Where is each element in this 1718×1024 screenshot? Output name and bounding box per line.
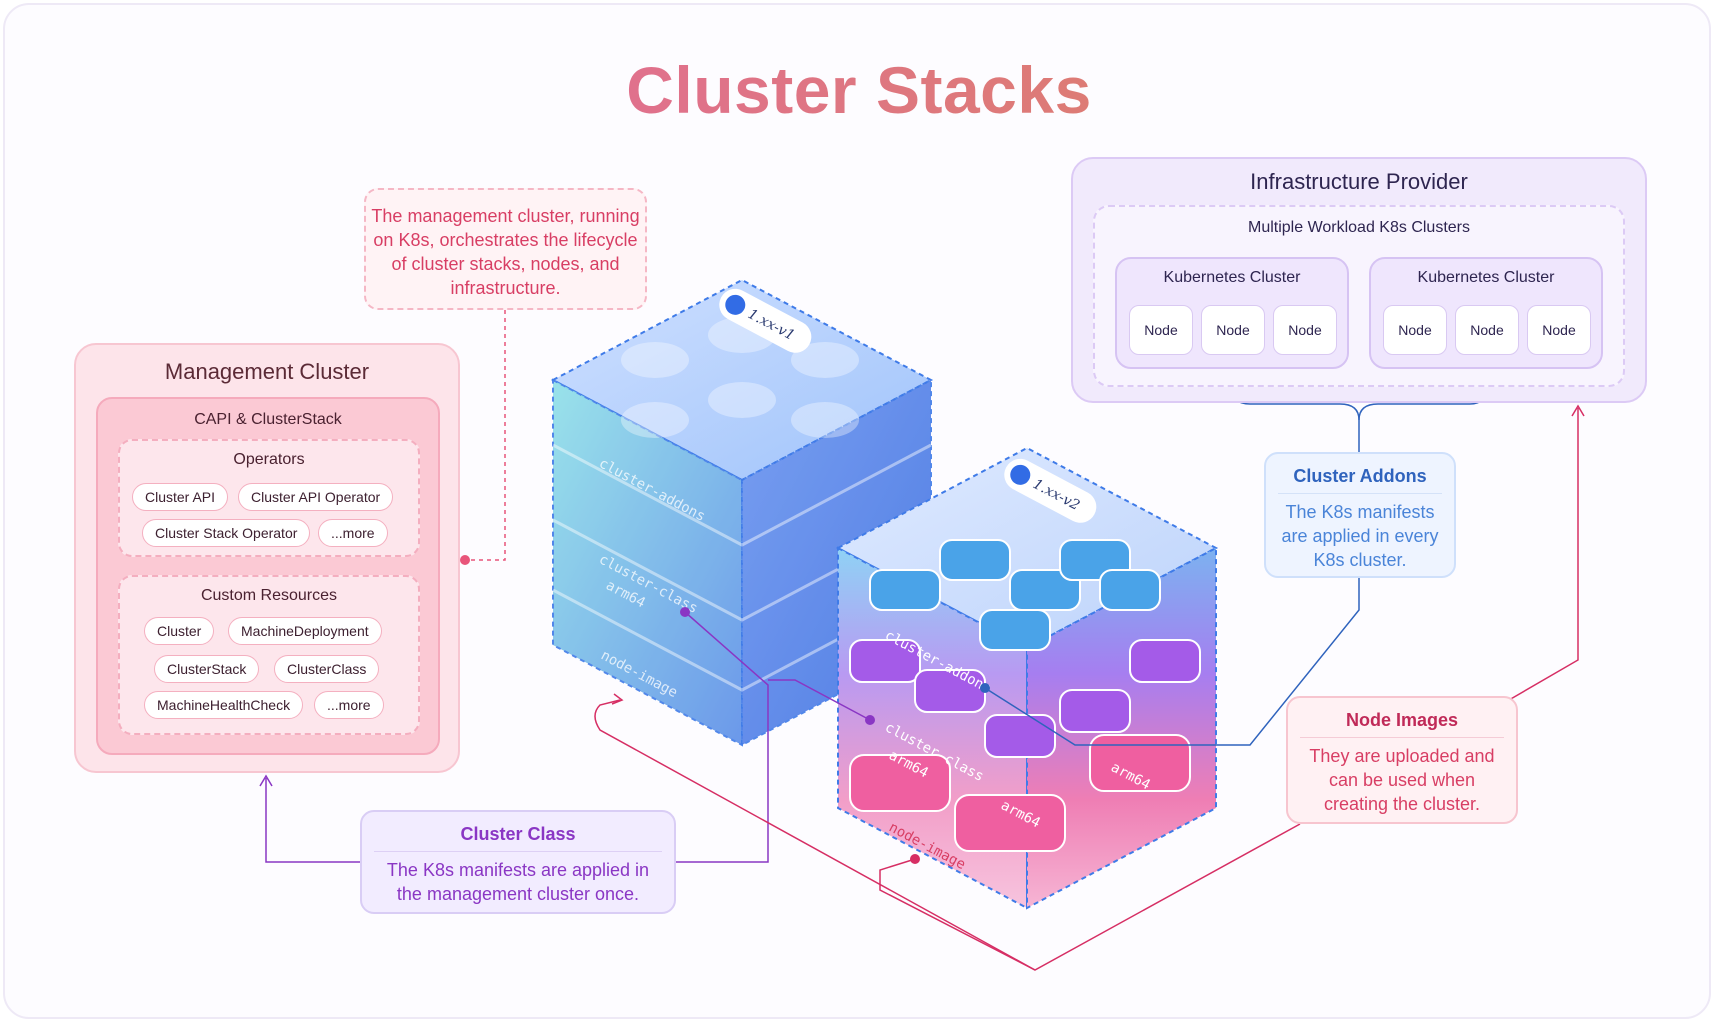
callout-cluster-class-title: Cluster Class	[374, 812, 662, 852]
diagram-title: Cluster Stacks	[0, 52, 1718, 128]
capi-clusterstack-box: CAPI & ClusterStack Operators Cluster AP…	[96, 397, 440, 755]
callout-cluster-class-body: The K8s manifests are applied in the man…	[386, 860, 650, 904]
callout-cluster-class: Cluster Class The K8s manifests are appl…	[360, 810, 676, 914]
connector-cluster-addons	[984, 578, 1360, 746]
callout-cluster-addons-title: Cluster Addons	[1278, 454, 1442, 494]
workload-clusters-box: Multiple Workload K8s Clusters Kubernete…	[1093, 205, 1625, 387]
node-2-3: Node	[1527, 305, 1591, 355]
chip-operators-more: ...more	[318, 519, 388, 547]
capi-title: CAPI & ClusterStack	[194, 411, 342, 428]
callout-node-images: Node Images They are uploaded and can be…	[1286, 696, 1518, 824]
node-2-2: Node	[1455, 305, 1519, 355]
connector-node-images	[1508, 408, 1579, 701]
callout-node-images-body: They are uploaded and can be used when c…	[1309, 746, 1495, 814]
connector-management	[465, 310, 506, 561]
management-cluster-title: Management Cluster	[164, 359, 370, 384]
callout-cluster-addons-body: The K8s manifests are applied in every K…	[1281, 502, 1439, 570]
chip-cluster-stack-operator: Cluster Stack Operator	[142, 519, 311, 547]
callout-cluster-addons: Cluster Addons The K8s manifests are app…	[1264, 452, 1456, 578]
callout-management-cluster: The management cluster, running on K8s, …	[364, 188, 647, 310]
chip-cluster-stack: ClusterStack	[154, 655, 260, 683]
callout-node-images-title: Node Images	[1300, 698, 1504, 738]
kubernetes-cluster-1: Kubernetes Cluster Node Node Node	[1115, 257, 1349, 369]
chip-cluster: Cluster	[144, 617, 215, 645]
custom-resources-box: Custom Resources Cluster MachineDeployme…	[118, 575, 420, 735]
chip-resources-more: ...more	[314, 691, 384, 719]
chip-machine-health-check: MachineHealthCheck	[144, 691, 304, 719]
connector-cluster-class	[265, 778, 360, 863]
chip-cluster-api: Cluster API	[132, 483, 229, 511]
management-cluster: Management Cluster CAPI & ClusterStack O…	[74, 343, 460, 773]
kubernetes-cluster-2: Kubernetes Cluster Node Node Node	[1369, 257, 1603, 369]
node-1-1: Node	[1129, 305, 1193, 355]
operators-box: Operators Cluster API Cluster API Operat…	[118, 439, 420, 557]
chip-cluster-class: ClusterClass	[274, 655, 380, 683]
chip-cluster-api-operator: Cluster API Operator	[238, 483, 394, 511]
chip-machine-deployment: MachineDeployment	[228, 617, 382, 645]
kubernetes-cluster-2-title: Kubernetes Cluster	[1417, 269, 1555, 286]
node-2-1: Node	[1383, 305, 1447, 355]
kubernetes-cluster-1-title: Kubernetes Cluster	[1163, 269, 1301, 286]
stack-v2: 1.xx-v2 cluster-addons cluster-class arm…	[835, 446, 1219, 910]
node-1-3: Node	[1273, 305, 1337, 355]
custom-resources-title: Custom Resources	[200, 587, 338, 604]
infrastructure-title: Infrastructure Provider	[1250, 169, 1468, 194]
infrastructure-provider: Infrastructure Provider Multiple Workloa…	[1071, 157, 1647, 403]
operators-title: Operators	[233, 451, 305, 468]
node-1-2: Node	[1201, 305, 1265, 355]
workload-clusters-title: Multiple Workload K8s Clusters	[1247, 219, 1470, 236]
